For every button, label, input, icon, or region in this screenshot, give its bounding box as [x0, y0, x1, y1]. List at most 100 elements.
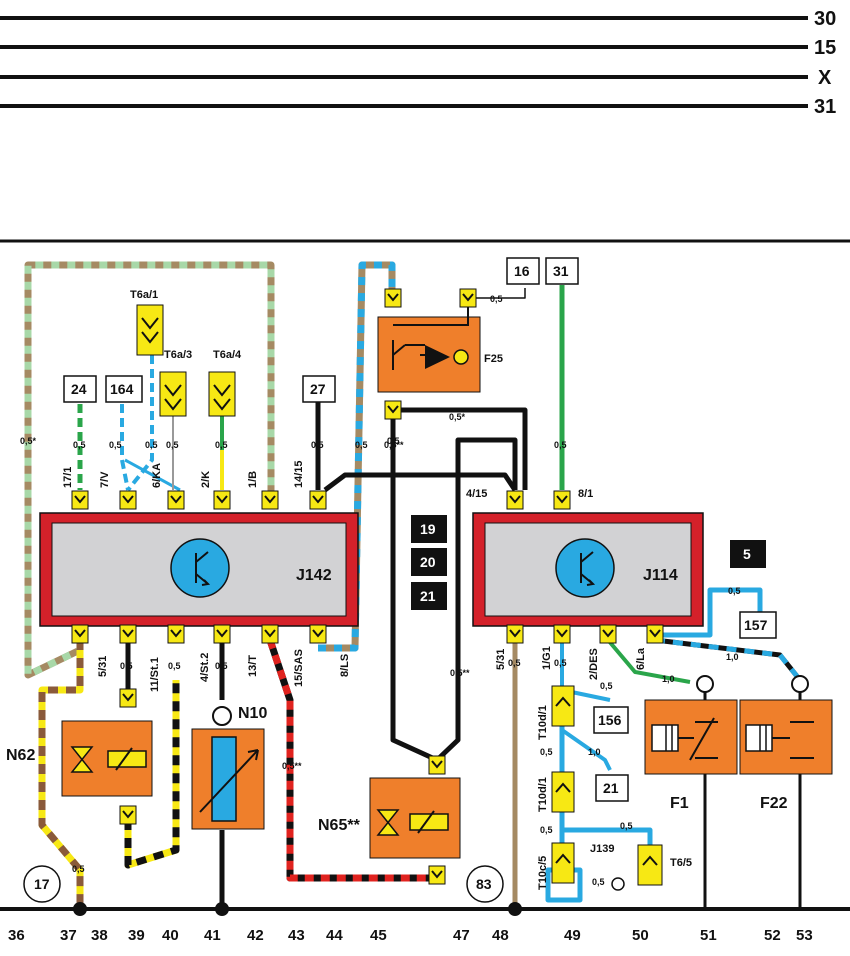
gauge-label: 1,0 [662, 674, 675, 684]
gauge-label: 0,5 [73, 440, 86, 450]
ref-box [739, 611, 777, 639]
ref-box-dark [411, 582, 447, 610]
ref-circle-label: 17 [34, 876, 50, 892]
column-number: 50 [632, 927, 649, 944]
t10d1-a-label: T10d/1 [537, 705, 549, 740]
pin-label: 17/1 [62, 467, 74, 488]
power-rails: 30 15 X 31 [0, 8, 850, 911]
t6a3-label: T6a/3 [164, 349, 192, 361]
wire-6-ka-b [124, 458, 181, 492]
wire-6-ka [126, 355, 154, 492]
t10c5-label: T10c/5 [537, 856, 549, 890]
ref-box [545, 257, 579, 285]
junction-dot [215, 902, 229, 916]
chevron-icon [213, 384, 231, 411]
gauge-label: 0,5** [282, 761, 302, 771]
wire-16 [468, 288, 526, 299]
pin-11-st1 [119, 624, 137, 644]
rail-label-x: X [818, 67, 832, 89]
transistor-icon [170, 538, 230, 598]
wire-f25-blue [318, 261, 396, 652]
switch-symbol-icon [392, 340, 435, 370]
wire-7-v [120, 404, 130, 491]
transistor-symbol-icon [195, 551, 211, 586]
resistor-icon [211, 736, 237, 822]
j114-module: J114 [472, 512, 704, 627]
ref-box [593, 706, 629, 734]
ref-box-dark [730, 540, 766, 568]
ref-box-label: 156 [598, 712, 622, 728]
pin-label: 11/St.1 [149, 657, 161, 692]
f1-switch: F1 [644, 675, 738, 812]
n65-pin-bottom [428, 865, 446, 885]
pressure-lines [759, 725, 767, 751]
t6-5-label: T6/5 [670, 857, 692, 869]
terminal-circle [791, 675, 809, 693]
pin-14-15 [309, 490, 327, 510]
n62-pin-top [119, 688, 137, 708]
gauge-label: 0,5 [311, 440, 324, 450]
pin-label: 2/K [200, 471, 212, 488]
ref-circle [466, 865, 504, 903]
rail-label-31: 31 [814, 96, 836, 118]
f25-internal-line [393, 300, 469, 326]
pressure-element-icon [651, 724, 679, 752]
n62-pin-bottom [119, 805, 137, 825]
pin-label: 15/SAS [293, 649, 305, 687]
switch-symbol-icon [678, 717, 715, 761]
column-number: 36 [8, 927, 25, 944]
gauge-label: 1,0 [588, 747, 601, 757]
column-number: 43 [288, 927, 305, 944]
ground-markers: 17 83 [23, 865, 522, 916]
wire-black-14-15 [323, 472, 518, 492]
pin-label: 1/G1 [541, 646, 553, 670]
pin-1-g1 [553, 624, 571, 644]
gauge-label: 0,5* [449, 412, 466, 422]
pin-label: 6/La [635, 647, 647, 670]
pin-label: 2/DES [588, 648, 600, 680]
ref-box-label: 31 [553, 263, 569, 279]
f25-pin-top-right [459, 288, 477, 308]
gauge-label: 0,5** [384, 440, 404, 450]
t10d1-b-box [551, 771, 575, 813]
pin-label: 5/31 [97, 656, 109, 677]
pin-4-st2 [213, 624, 231, 644]
column-number: 48 [492, 927, 509, 944]
pin-label: 4/St.2 [199, 653, 211, 682]
ref-circle [23, 865, 61, 903]
column-number: 39 [128, 927, 145, 944]
pin-label: 5/31 [495, 649, 507, 670]
wire-t6-5 [562, 827, 653, 850]
pin-7-v [119, 490, 137, 510]
coil-line [417, 810, 435, 834]
gauge-label: 0,5 [728, 586, 741, 596]
pin-5-31 [71, 624, 89, 644]
gauge-label: 0,5 [355, 440, 368, 450]
chevron-icon [141, 317, 159, 344]
j139-label: J139 [590, 843, 614, 855]
n62-label: N62 [6, 747, 35, 764]
column-number: 47 [453, 927, 470, 944]
chevron-up-icon [555, 853, 571, 864]
gauge-label: 0,5 [554, 440, 567, 450]
terminal-circle [611, 877, 625, 891]
pin-13-t [261, 624, 279, 644]
n65-valve: N65** [318, 755, 461, 885]
gauge-label: 0,5* [20, 436, 37, 446]
column-number: 45 [370, 927, 387, 944]
rail-label-15: 15 [814, 37, 836, 59]
pin-label: 4/15 [466, 488, 487, 500]
f25-pin-top-left [384, 288, 402, 308]
wire-13-t-red [266, 638, 435, 882]
gauge-label: 1,0 [726, 652, 739, 662]
ref-box-label: 164 [110, 381, 134, 397]
t10c5-box [551, 842, 575, 884]
ref-box-dark-label: 19 [420, 521, 436, 537]
pin-11-st1b [167, 624, 185, 644]
n10-label: N10 [238, 705, 267, 722]
pin-2-k [213, 490, 231, 510]
j142-module: J142 [39, 512, 359, 627]
variable-arrow-icon [199, 749, 259, 813]
gauge-label: 0,5** [450, 668, 470, 678]
f22-switch: F22 [739, 675, 833, 812]
